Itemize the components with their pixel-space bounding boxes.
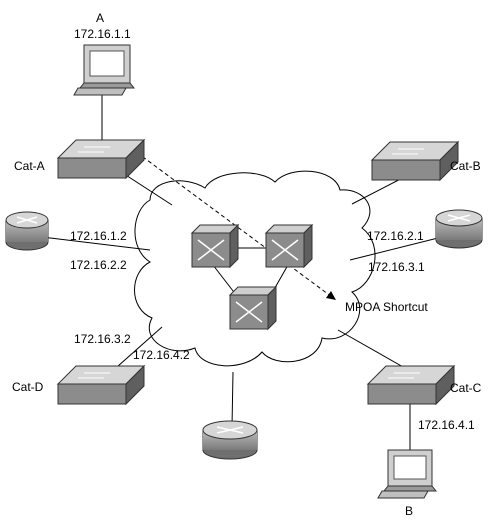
atm-switch-3-icon: [228, 285, 278, 331]
cat-d-switch-icon: [56, 364, 146, 406]
atm-switch-2-icon: [264, 223, 314, 269]
host-a-computer-icon: [73, 44, 136, 96]
atm-switch-1-icon: [190, 223, 240, 269]
cat-a-switch-icon: [56, 138, 146, 180]
left-router-ip-top: 172.16.1.2: [70, 229, 127, 243]
cat-c-switch-icon: [366, 364, 456, 406]
cat-c-label: Cat-C: [450, 381, 482, 395]
cat-d-label: Cat-D: [12, 380, 44, 394]
host-a-label: A: [96, 11, 105, 25]
left-router-ip-bottom: 172.16.2.2: [70, 258, 127, 272]
shortcut-arrowhead: [326, 291, 336, 300]
bottom-router-icon: [202, 420, 258, 460]
right-router-ip-bottom: 172.16.3.1: [368, 260, 425, 274]
cat-b-switch-icon: [370, 140, 460, 182]
host-b-label: B: [405, 504, 414, 518]
cat-a-label: Cat-A: [14, 159, 45, 173]
host-b-computer-icon: [377, 449, 438, 499]
right-router-ip-top: 172.16.2.1: [367, 229, 424, 243]
cat-c-link-ip: 172.16.4.1: [418, 418, 475, 432]
mpoa-shortcut-arrow: [119, 139, 333, 298]
cat-d-ip-bottom: 172.16.4.2: [133, 348, 190, 362]
mpoa-shortcut-label: MPOA Shortcut: [345, 300, 428, 314]
right-router-icon: [435, 209, 483, 249]
cat-d-ip-top: 172.16.3.2: [74, 332, 131, 346]
host-a-ip-label: 172.16.1.1: [74, 27, 131, 41]
atm-cloud: [134, 170, 376, 367]
left-router-icon: [5, 211, 49, 251]
cat-b-label: Cat-B: [450, 159, 481, 173]
